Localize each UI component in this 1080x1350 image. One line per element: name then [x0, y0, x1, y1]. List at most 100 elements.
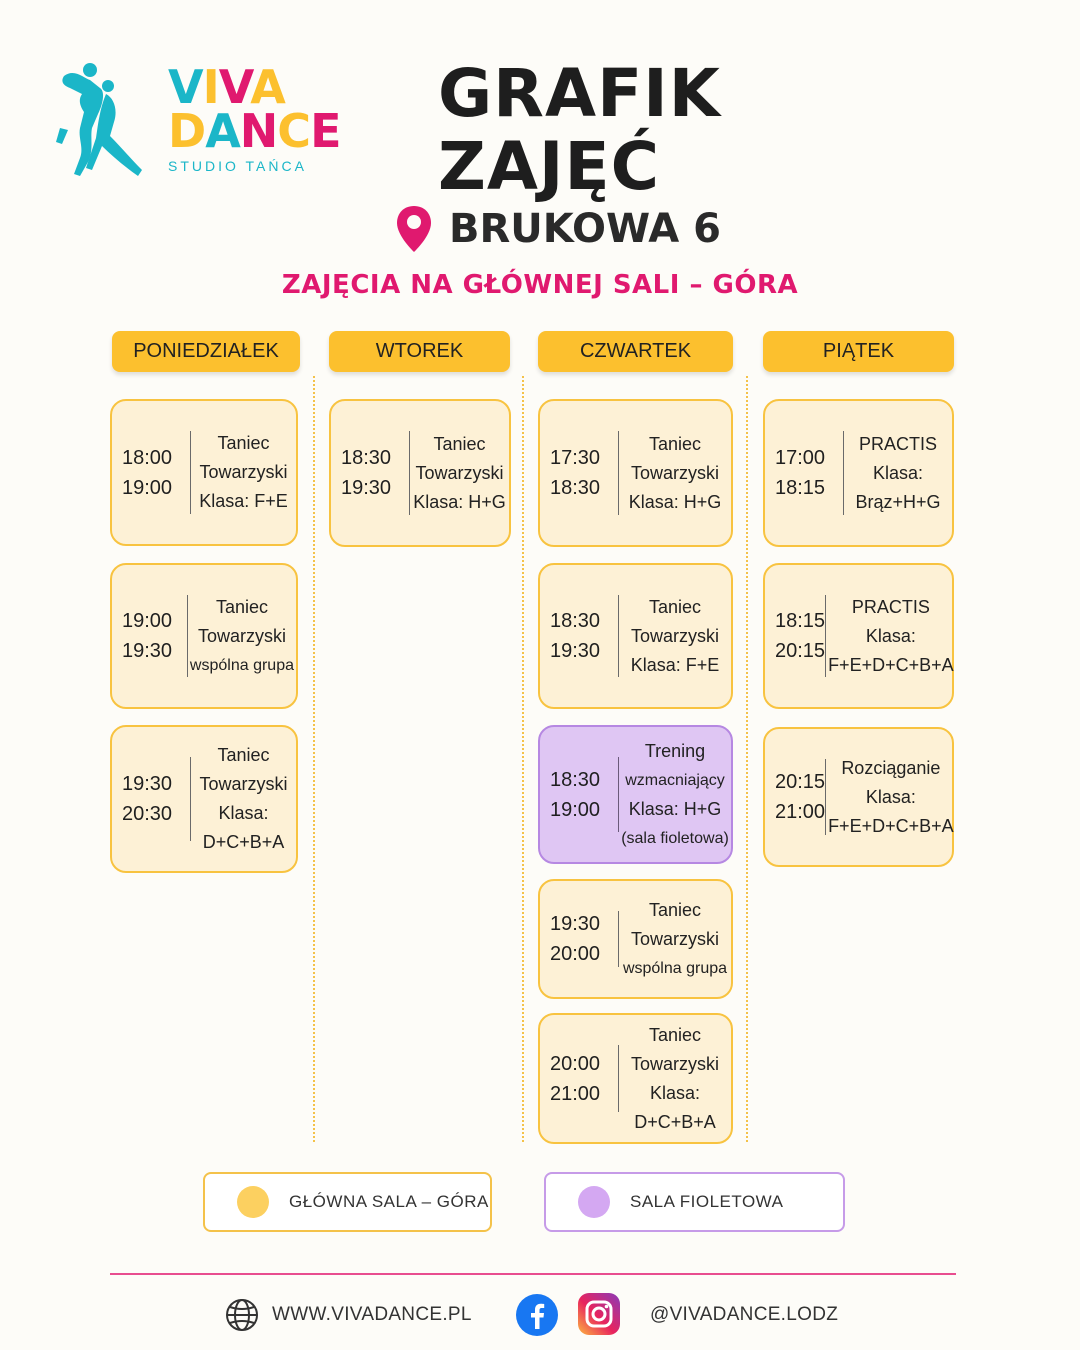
class-end-time: 19:30: [122, 640, 173, 662]
class-end-time: 21:00: [550, 1082, 601, 1105]
legend-label: GŁÓWNA SALA – GÓRA: [289, 1192, 489, 1211]
instagram-icon[interactable]: [577, 1292, 621, 1336]
class-start-time: 19:30: [122, 773, 173, 795]
class-description-line: Brąz+H+G: [855, 491, 941, 512]
class-description-line: Klasa:: [218, 803, 269, 823]
class-description-line: Towarzyski: [630, 928, 719, 949]
class-start-time: 17:30: [550, 447, 601, 469]
class-start-time: 18:15: [775, 610, 826, 632]
class-description-line: wspólna grupa: [622, 959, 728, 977]
card-separator: [618, 757, 619, 832]
location: BRUKOWA 6: [395, 203, 721, 255]
class-start-time: 18:30: [550, 610, 601, 632]
class-description-line: Towarzyski: [630, 625, 719, 646]
class-description-line: F+E+D+C+B+A: [828, 815, 954, 836]
card-separator: [186, 595, 188, 677]
class-description-line: (sala fioletowa): [621, 829, 729, 847]
card-separator: [190, 431, 191, 514]
class-description-line: Klasa: H+G: [628, 491, 722, 512]
class-description-line: Klasa:: [649, 1082, 701, 1103]
logo-subtitle: STUDIO TAŃCA: [168, 158, 307, 174]
class-description-line: Taniec: [648, 433, 702, 454]
card-separator: [618, 911, 619, 967]
day-header-thursday: CZWARTEK: [538, 331, 733, 372]
card-separator: [190, 757, 191, 841]
class-times: 18:30 19:00: [550, 765, 618, 825]
class-start-time: 19:00: [122, 610, 173, 632]
class-description-line: D+C+B+A: [202, 832, 285, 852]
card-separator: [825, 759, 827, 835]
class-description-line: wspólna grupa: [189, 656, 294, 674]
legend-dot-yellow: [237, 1186, 269, 1218]
class-description-line: Klasa:: [865, 786, 916, 807]
class-start-time: 18:30: [550, 768, 601, 791]
class-description-line: wzmacniający: [625, 771, 725, 789]
card-separator: [618, 1045, 619, 1112]
instagram-handle[interactable]: @VIVADANCE.LODZ: [650, 1304, 839, 1325]
class-description-line: D+C+B+A: [634, 1111, 716, 1132]
class-description-line: Towarzyski: [199, 462, 288, 482]
class-description-line: Taniec: [433, 433, 486, 454]
column-divider: [522, 376, 524, 1142]
location-text: BRUKOWA 6: [449, 206, 722, 252]
class-description-line: Klasa: H+G: [413, 491, 506, 512]
class-times: 18:00 19:00: [122, 443, 190, 503]
legend-dot-purple: [578, 1186, 610, 1218]
class-end-time: 19:00: [122, 476, 173, 499]
class-end-time: 18:15: [775, 477, 826, 499]
brand-logo: VIVA DANCE STUDIO TAŃCA: [50, 58, 370, 183]
class-description-line: Klasa:: [865, 625, 916, 646]
website-link[interactable]: WWW.VIVADANCE.PL: [272, 1304, 472, 1325]
class-times: 19:30 20:30: [122, 769, 190, 829]
class-end-time: 19:30: [341, 477, 392, 499]
card-separator: [618, 431, 619, 515]
card-separator: [409, 431, 410, 515]
card-separator: [843, 431, 844, 515]
class-description-line: Towarzyski: [197, 625, 286, 646]
class-description-line: Taniec: [648, 596, 702, 617]
dancers-icon: [56, 63, 142, 176]
globe-icon: [226, 1299, 258, 1331]
location-pin-icon: [397, 206, 431, 252]
card-separator: [825, 595, 827, 677]
class-end-time: 20:30: [122, 803, 173, 825]
class-description-line: Klasa: F+E: [630, 654, 720, 675]
class-description-line: Towarzyski: [415, 462, 504, 483]
class-description-line: Towarzyski: [630, 1053, 719, 1074]
class-start-time: 18:00: [122, 446, 173, 469]
class-description-line: Rozciąganie: [841, 757, 941, 778]
facebook-icon[interactable]: [515, 1293, 559, 1337]
class-end-time: 19:00: [550, 798, 601, 821]
class-description-line: Trening: [644, 740, 706, 761]
class-description-line: Towarzyski: [630, 462, 719, 483]
footer-divider: [110, 1273, 956, 1275]
class-start-time: 20:15: [775, 771, 826, 793]
class-start-time: 19:30: [550, 913, 601, 935]
class-description-line: Taniec: [217, 433, 270, 453]
class-description-line: Taniec: [217, 745, 270, 765]
logo-dance-text: DANCE: [168, 104, 342, 158]
legend-label: SALA FIOLETOWA: [630, 1192, 784, 1211]
